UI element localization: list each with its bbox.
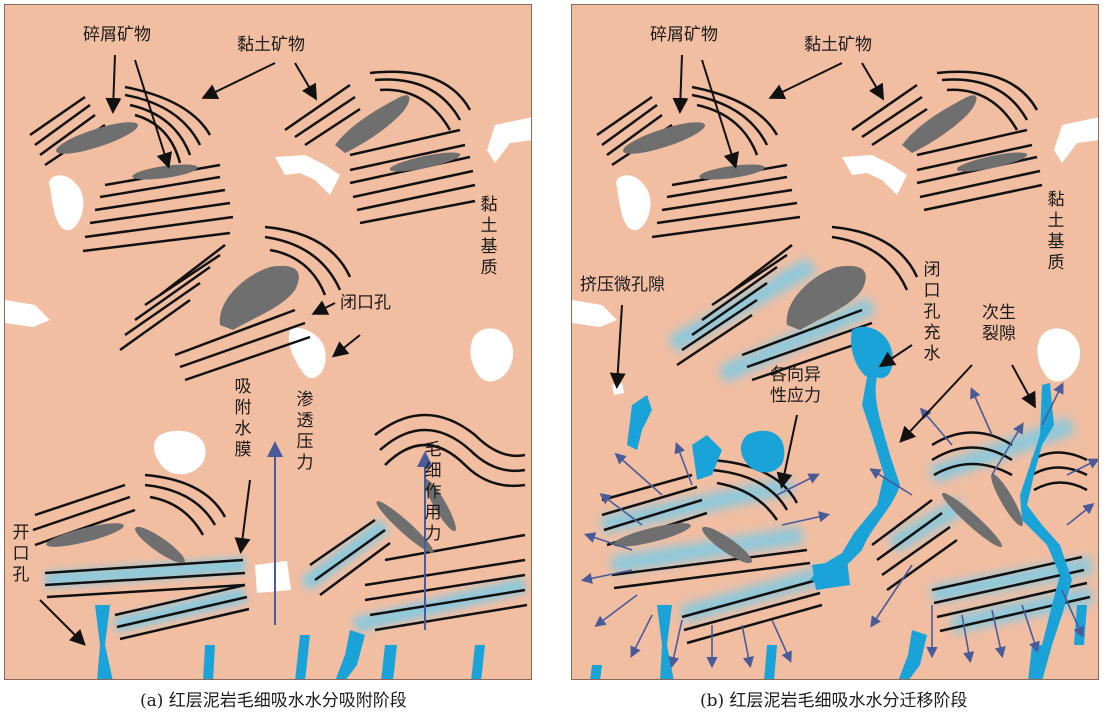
label-anisotropic-stress: 各向异性应力 — [770, 365, 832, 407]
label-clay-minerals: 黏土矿物 — [237, 35, 305, 55]
label-detrital-minerals: 碎屑矿物 — [650, 25, 718, 45]
panel-a-drawing — [5, 5, 532, 680]
label-adsorbed-water-film: 吸附水膜 — [233, 377, 253, 461]
panel-migration-stage: 碎屑矿物 黏土矿物 黏土基质 挤压微孔隙 闭口孔充水 各向异性应力 次生裂隙 — [571, 4, 1099, 680]
caption-panel-b: (b) 红层泥岩毛细吸水水分迁移阶段 — [700, 686, 968, 711]
detrital-grain — [44, 519, 125, 552]
clay-stack-lower-right-arcs — [375, 415, 525, 486]
label-closed-pore-filled: 闭口孔充水 — [922, 260, 942, 365]
detrital-grain — [131, 161, 198, 182]
clay-stack-upper-left — [30, 87, 233, 251]
label-closed-pore: 闭口孔 — [340, 293, 391, 313]
label-clay-matrix: 黏土基质 — [1046, 190, 1066, 274]
detrital-grain — [131, 522, 188, 568]
detrital-grain — [698, 161, 765, 182]
label-open-pore: 开口孔 — [11, 523, 31, 586]
label-clay-matrix: 黏土基质 — [479, 195, 499, 279]
caption-panel-a: (a) 红层泥岩毛细吸水水分吸附阶段 — [140, 686, 407, 711]
detrital-grain — [220, 266, 299, 330]
label-secondary-fissures: 次生裂隙 — [982, 303, 1022, 345]
panel-adsorption-stage: 碎屑矿物 黏土矿物 黏土基质 闭口孔 吸附水膜 渗透压力 毛细作用力 开口孔 — [4, 4, 532, 680]
label-detrital-minerals: 碎屑矿物 — [83, 25, 151, 45]
annotation-arrows — [617, 55, 1034, 485]
label-squeezed-micropores: 挤压微孔隙 — [580, 275, 665, 295]
label-capillary-force: 毛细作用力 — [423, 440, 443, 545]
label-clay-minerals: 黏土矿物 — [804, 35, 872, 55]
label-osmotic-pressure: 渗透压力 — [295, 390, 315, 474]
